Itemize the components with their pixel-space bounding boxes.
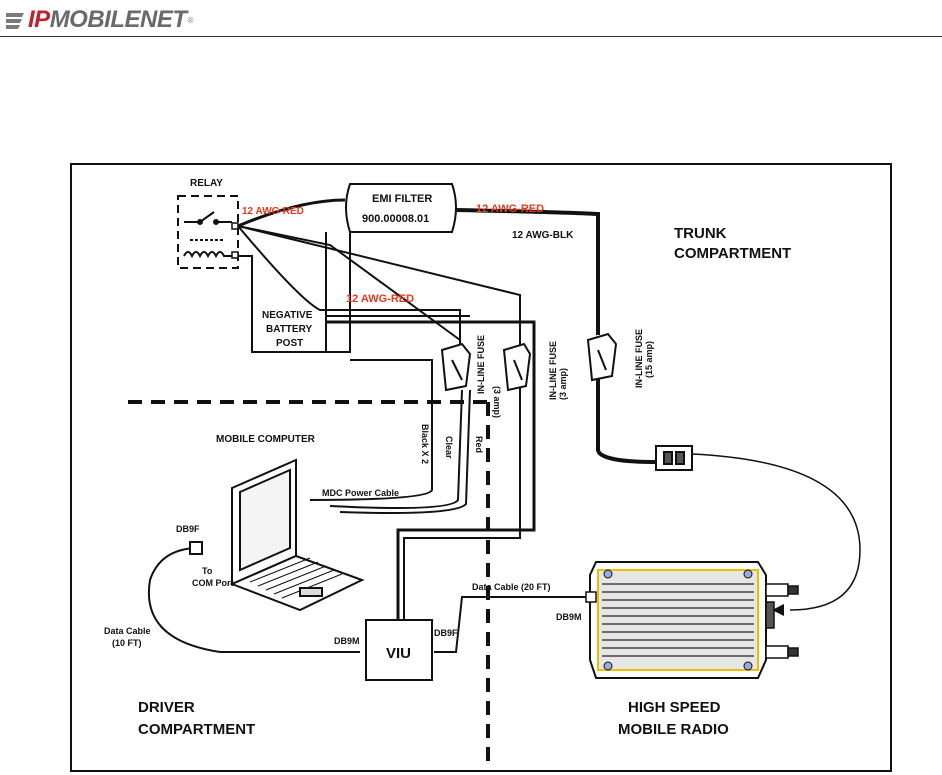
wiring-harness — [147, 198, 861, 653]
logo-text-prefix: IP — [28, 6, 50, 33]
inline-fuse-15a-icon — [586, 332, 618, 382]
relay-label: RELAY — [190, 178, 223, 189]
fuse-3a-left-label-line2: (3 amp) — [492, 386, 502, 418]
data-cable-20-label: Data Cable (20 FT) — [472, 582, 551, 592]
fuse-3a-left-label-line1: IN-LINE FUSE — [476, 335, 486, 394]
db9m-right-label: DB9M — [556, 612, 582, 622]
db9f-connector-icon — [189, 541, 203, 555]
db9f-top-label: DB9F — [176, 524, 200, 534]
to-com-line1: To — [202, 566, 213, 576]
data-cable-10-line1: Data Cable — [104, 626, 151, 636]
inline-fuse-3a-right-icon — [502, 342, 532, 392]
cable-arrowhead-icon — [772, 604, 784, 616]
fuse-3a-right-label-line1: IN-LINE FUSE — [548, 341, 558, 400]
viu-box — [365, 619, 433, 681]
data-cable-10-line2: (10 FT) — [112, 638, 142, 648]
company-logo: IPMOBILENET ® — [4, 6, 193, 34]
trunk-label-line2: COMPARTMENT — [674, 245, 791, 262]
db9f-right-label: DB9F — [434, 628, 458, 638]
radio-label-line1: HIGH SPEED — [628, 699, 721, 716]
emi-filter-part-number: 900.00008.01 — [362, 213, 429, 225]
trunk-label-line1: TRUNK — [674, 225, 727, 242]
diagram-frame — [70, 163, 892, 772]
fuse-3a-right-label-line2: (3 amp) — [558, 368, 568, 400]
relay-terminal-top — [231, 222, 239, 230]
emi-filter-box — [345, 183, 457, 233]
mobile-radio-icon — [585, 561, 799, 679]
clear-label: Clear — [444, 436, 454, 459]
awg-red-mid-label: 12 AWG-RED — [346, 293, 414, 305]
emi-filter-label: EMI FILTER — [372, 193, 432, 205]
awg-red-emi-label: 12 AWG-RED — [476, 203, 544, 215]
inline-fuse-3a-left-icon — [440, 342, 472, 392]
radio-label-line2: MOBILE RADIO — [618, 721, 729, 738]
mdc-power-cable-label: MDC Power Cable — [322, 488, 399, 498]
fuse-15a-label-line1: IN-LINE FUSE — [634, 329, 644, 388]
logo-trademark: ® — [187, 15, 194, 25]
relay-box — [177, 195, 239, 269]
power-connector-icon — [655, 445, 693, 471]
negative-post-line3: POST — [276, 338, 303, 349]
logo-text: IPMOBILENET — [28, 6, 187, 34]
to-com-line2: COM Port — [192, 578, 234, 588]
relay-switch-icon — [183, 211, 232, 259]
awg-red-relay-label: 12 AWG-RED — [242, 206, 304, 217]
laptop-icon — [229, 458, 365, 612]
mobile-computer-label: MOBILE COMPUTER — [216, 434, 316, 445]
relay-terminal-bottom — [231, 251, 239, 259]
awg-blk-label: 12 AWG-BLK — [512, 230, 574, 241]
black-x2-label: Black X 2 — [420, 424, 430, 464]
viu-label: VIU — [386, 645, 411, 662]
red-wire-label: Red — [474, 436, 484, 453]
driver-label-line2: COMPARTMENT — [138, 721, 255, 738]
negative-post-line2: BATTERY — [266, 324, 312, 335]
negative-post-line1: NEGATIVE — [262, 310, 313, 321]
header-rule — [0, 36, 942, 37]
logo-mark-icon — [6, 13, 24, 29]
db9m-left-label: DB9M — [334, 636, 360, 646]
page-header: IPMOBILENET ® — [0, 0, 942, 40]
logo-text-rest: MOBILENET — [49, 6, 187, 33]
driver-label-line1: DRIVER — [138, 699, 195, 716]
fuse-15a-label-line2: (15 amp) — [644, 341, 654, 378]
